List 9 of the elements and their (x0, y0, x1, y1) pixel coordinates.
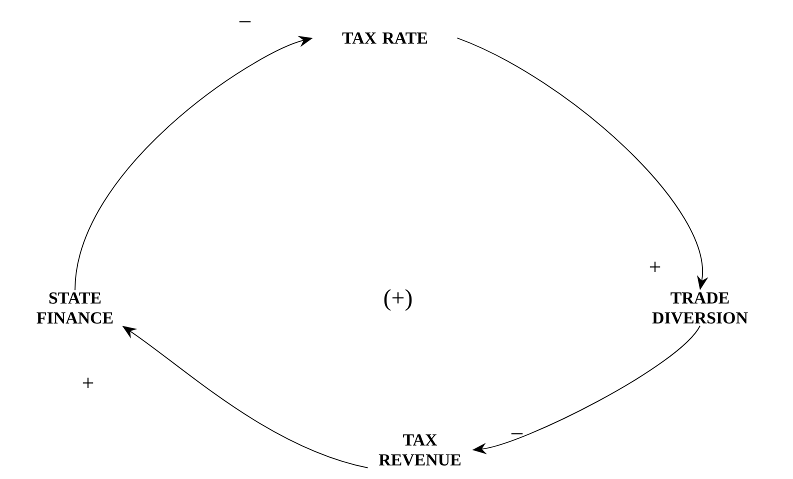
node-label: TAX REVENUE (378, 434, 461, 466)
polarity-sign: – (511, 433, 523, 434)
polarity-sign: + (650, 262, 660, 272)
loop-sign: (+) (384, 289, 412, 311)
node-label: TRADE DIVERSION (652, 292, 748, 324)
polarity-sign: – (239, 21, 251, 22)
node-label: TAX RATE (342, 32, 428, 44)
node-label: STATE FINANCE (36, 292, 113, 324)
polarity-sign: + (82, 378, 94, 388)
